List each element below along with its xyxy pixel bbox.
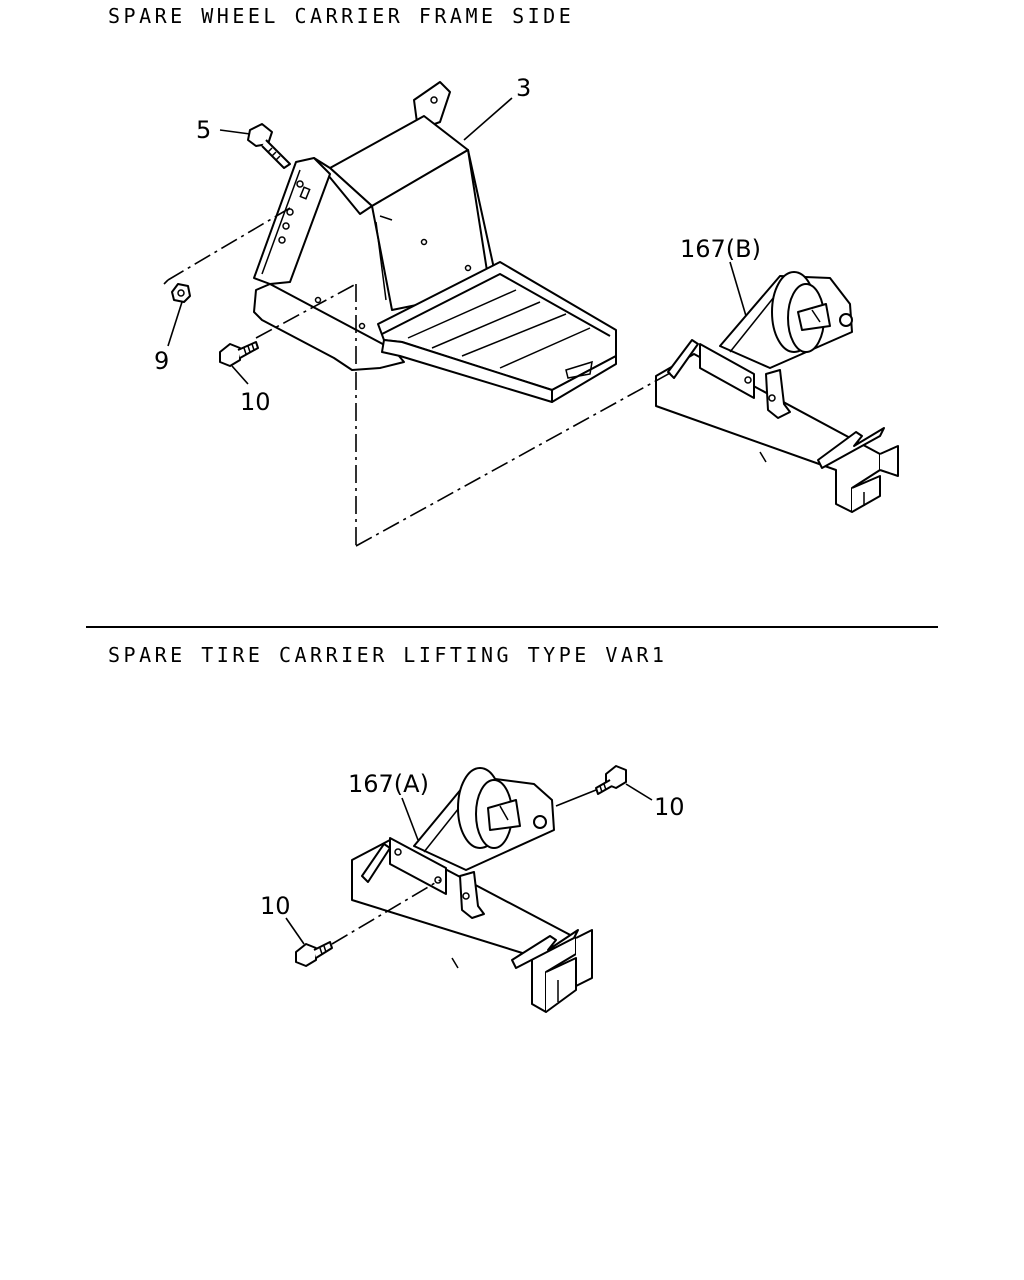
- assembly-lines-top: [163, 207, 673, 547]
- bolt-part-10-right: [595, 765, 627, 795]
- nut-part-9: [171, 283, 191, 303]
- winch-assembly-part-167a: [351, 767, 593, 1013]
- callout-3: 3: [516, 74, 531, 102]
- section-divider: [86, 626, 938, 628]
- callout-leaders-top: [167, 97, 747, 385]
- callout-167a: 167(A): [348, 770, 429, 798]
- callout-10-left: 10: [260, 892, 291, 920]
- section-title-lifting-type: SPARE TIRE CARRIER LIFTING TYPE VAR1: [108, 643, 668, 667]
- winch-assembly-part-167b: [655, 271, 899, 513]
- callout-9: 9: [154, 347, 169, 375]
- bolt-part-5: [247, 123, 291, 169]
- assembly-lines-bottom: [331, 789, 597, 945]
- section-title-frame-side: SPARE WHEEL CARRIER FRAME SIDE: [108, 4, 575, 28]
- callout-10-right: 10: [654, 793, 685, 821]
- callout-10-top: 10: [240, 388, 271, 416]
- callout-leaders-bottom: [285, 783, 653, 945]
- bolt-part-10-top: [219, 341, 259, 367]
- callout-167b: 167(B): [680, 235, 761, 263]
- bolt-part-10-left: [295, 941, 333, 967]
- callout-5: 5: [196, 116, 211, 144]
- carrier-bracket-part-3: [253, 81, 617, 403]
